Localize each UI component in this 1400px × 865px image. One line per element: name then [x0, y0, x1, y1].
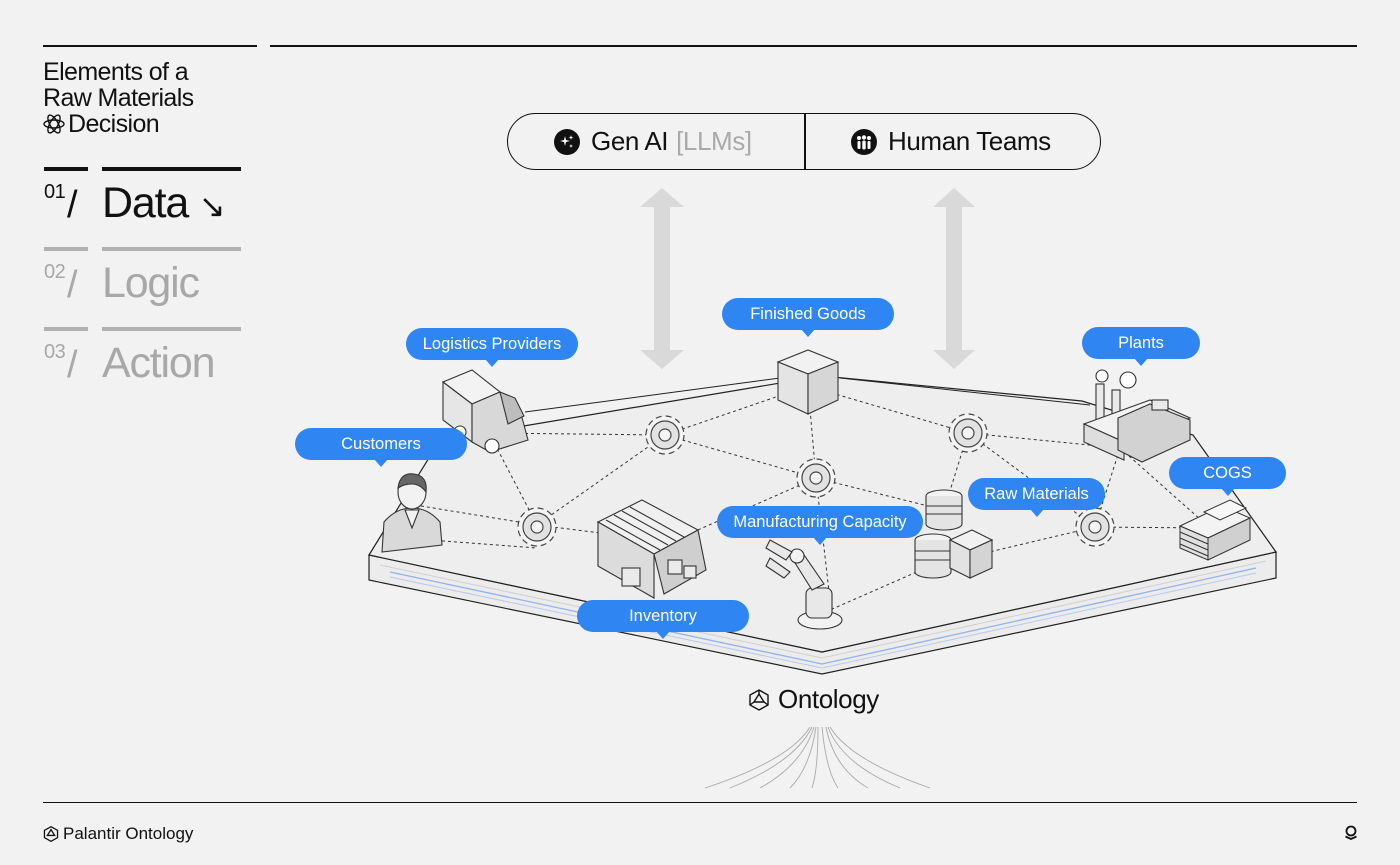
people-icon [851, 128, 877, 155]
step-slash: / [67, 184, 78, 226]
box-icon [948, 529, 994, 579]
step-bar [102, 167, 241, 171]
node-logistics-providers[interactable]: Logistics Providers [406, 328, 578, 367]
barrel-icon [914, 533, 952, 579]
step-action[interactable]: 03 / Action [44, 327, 244, 397]
step-bar [44, 247, 88, 251]
fan-lines [704, 726, 931, 789]
network-solid-edges [524, 377, 1091, 413]
step-slash: / [67, 344, 78, 386]
node-plants[interactable]: Plants [1082, 327, 1200, 366]
atom-icon [43, 113, 65, 135]
footer-brand-text: Palantir Ontology [63, 824, 194, 843]
human-teams-segment[interactable]: Human Teams [851, 114, 1051, 169]
palantir-logo-icon[interactable] [1344, 825, 1358, 846]
bottom-rule [43, 802, 1357, 804]
gen-ai-suffix: [LLMs] [676, 126, 752, 156]
step-slash: / [67, 264, 78, 306]
step-label-text: Data [102, 179, 189, 227]
top-rule-right [270, 45, 1357, 47]
page-title-line3: Decision [68, 110, 160, 138]
node-raw-materials[interactable]: Raw Materials [968, 478, 1105, 517]
consumers-pill: Gen AI [LLMs] Human Teams [507, 113, 1101, 170]
double-arrow-right [933, 188, 975, 369]
palantir-ontology-icon [43, 826, 59, 842]
robot-arm-icon [765, 539, 843, 630]
step-data[interactable]: 01 / Data ↘ [44, 167, 244, 237]
footer-brand[interactable]: Palantir Ontology [43, 824, 193, 844]
page-title: Elements of a Raw Materials Decision [43, 59, 194, 137]
node-manufacturing-capacity[interactable]: Manufacturing Capacity [717, 506, 923, 545]
pill-divider [804, 114, 806, 169]
page-title-line1: Elements of a [43, 58, 189, 86]
step-bar [44, 167, 88, 171]
step-number: 02 [44, 261, 66, 283]
step-label: Data ↘ [102, 179, 226, 228]
arrow-down-right-icon: ↘ [198, 188, 226, 224]
gear-icon [1075, 507, 1115, 547]
gear-icon [948, 413, 988, 453]
node-cogs[interactable]: COGS [1169, 457, 1286, 496]
gen-ai-segment[interactable]: Gen AI [LLMs] [554, 114, 752, 169]
node-inventory[interactable]: Inventory [577, 600, 749, 639]
sparkle-icon [554, 128, 580, 155]
gear-icon [517, 507, 557, 547]
node-customers[interactable]: Customers [295, 428, 467, 467]
factory-icon [1082, 369, 1192, 463]
gear-icon [645, 415, 685, 455]
step-label: Action [102, 339, 216, 387]
money-stack-icon [1178, 499, 1252, 561]
page-title-line2: Raw Materials [43, 84, 194, 112]
ontology-icon [749, 688, 769, 711]
step-logic[interactable]: 02 / Logic [44, 247, 244, 317]
step-label: Logic [102, 259, 200, 307]
box-icon [776, 349, 840, 415]
gen-ai-label: Gen AI [591, 126, 669, 156]
node-finished-goods[interactable]: Finished Goods [722, 298, 894, 337]
step-bar [44, 327, 88, 331]
ontology-label: Ontology [748, 684, 879, 715]
step-number: 01 [44, 181, 66, 203]
human-teams-label: Human Teams [888, 126, 1051, 156]
person-icon [381, 473, 443, 553]
step-bar [102, 327, 241, 331]
step-number: 03 [44, 341, 66, 363]
truck-icon [441, 369, 529, 454]
double-arrow-left [640, 188, 684, 369]
barrel-icon [925, 489, 963, 531]
gear-icon [796, 458, 836, 498]
step-bar [102, 247, 241, 251]
warehouse-icon [596, 499, 707, 599]
ontology-text: Ontology [778, 684, 879, 714]
top-rule-left [43, 45, 257, 47]
